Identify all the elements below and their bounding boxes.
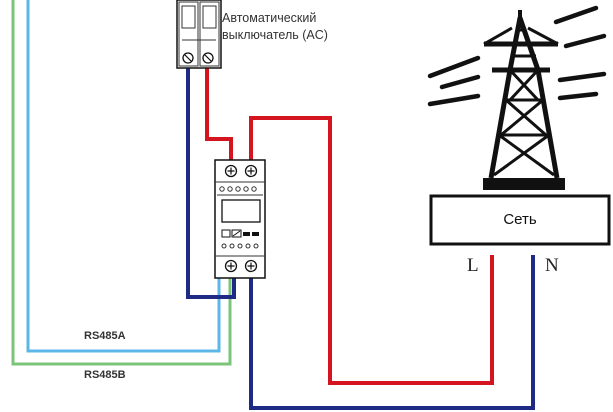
rs485b-wire xyxy=(11,0,232,366)
neutral-wire-breaker-to-meter xyxy=(186,66,236,299)
live-wire-meter-to-grid xyxy=(249,116,494,385)
neutral-wire-meter-to-grid xyxy=(249,255,535,410)
rs485a-label: RS485A xyxy=(84,330,126,342)
breaker-label-line2: выключатель (AC) xyxy=(222,28,328,42)
meter-display xyxy=(221,199,261,223)
grid-terminal-l-label: L xyxy=(467,255,479,276)
power-tower-icon xyxy=(427,5,607,190)
grid-label: Сеть xyxy=(503,211,537,228)
ac-breaker xyxy=(176,0,222,69)
grid-terminal-n-label: N xyxy=(545,255,559,276)
meter-button xyxy=(221,229,231,238)
energy-meter xyxy=(214,159,266,279)
breaker-label-line1: Автоматический xyxy=(222,11,317,25)
live-wire-breaker-to-meter xyxy=(205,66,233,168)
breaker-label: Автоматический выключатель (AC) xyxy=(222,10,328,44)
rs485b-label: RS485B xyxy=(84,369,126,381)
grid-box xyxy=(429,194,611,246)
